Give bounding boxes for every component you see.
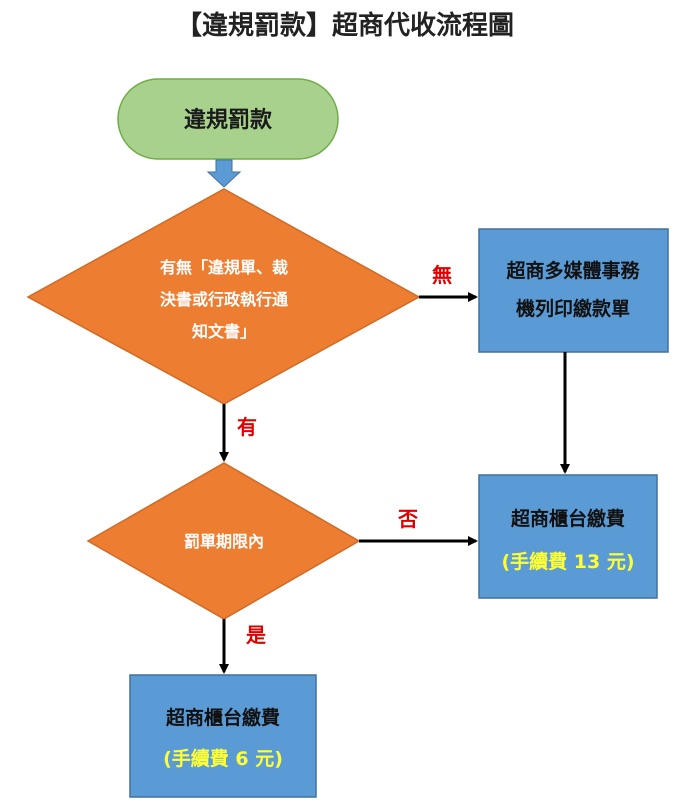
diagram-title: 【違規罰款】超商代收流程圖 [176, 10, 514, 41]
start-node [117, 78, 339, 160]
decision-document-line-3: 知文書」 [192, 322, 256, 341]
counter-payment-fee-bottom: (手續費 6 元) [163, 747, 283, 770]
counter-payment-label-bottom: 超商櫃台繳費 [165, 706, 280, 729]
edge-label-yes-deadline: 是 [245, 623, 266, 647]
decision-document-line-1: 有無「違規單、裁 [160, 258, 288, 277]
counter-payment-box-right [478, 474, 658, 599]
decision-deadline-label: 罰單期限內 [184, 532, 264, 551]
start-node-label: 違規罰款 [184, 107, 273, 133]
counter-payment-label-right: 超商櫃台繳費 [510, 507, 625, 530]
counter-payment-box-bottom [129, 674, 317, 798]
edge-label-no: 無 [432, 263, 452, 287]
kiosk-print-line-1: 超商多媒體事務 [505, 259, 640, 282]
edge-label-no-deadline: 否 [397, 507, 418, 531]
kiosk-print-box [478, 228, 669, 353]
edge-label-yes-document: 有 [237, 415, 257, 439]
decision-document-line-2: 決書或行政執行通 [160, 290, 288, 309]
counter-payment-fee-right: (手續費 13 元) [501, 550, 634, 573]
kiosk-print-line-2: 機列印繳款單 [516, 297, 630, 320]
down-arrow-icon [206, 159, 242, 188]
